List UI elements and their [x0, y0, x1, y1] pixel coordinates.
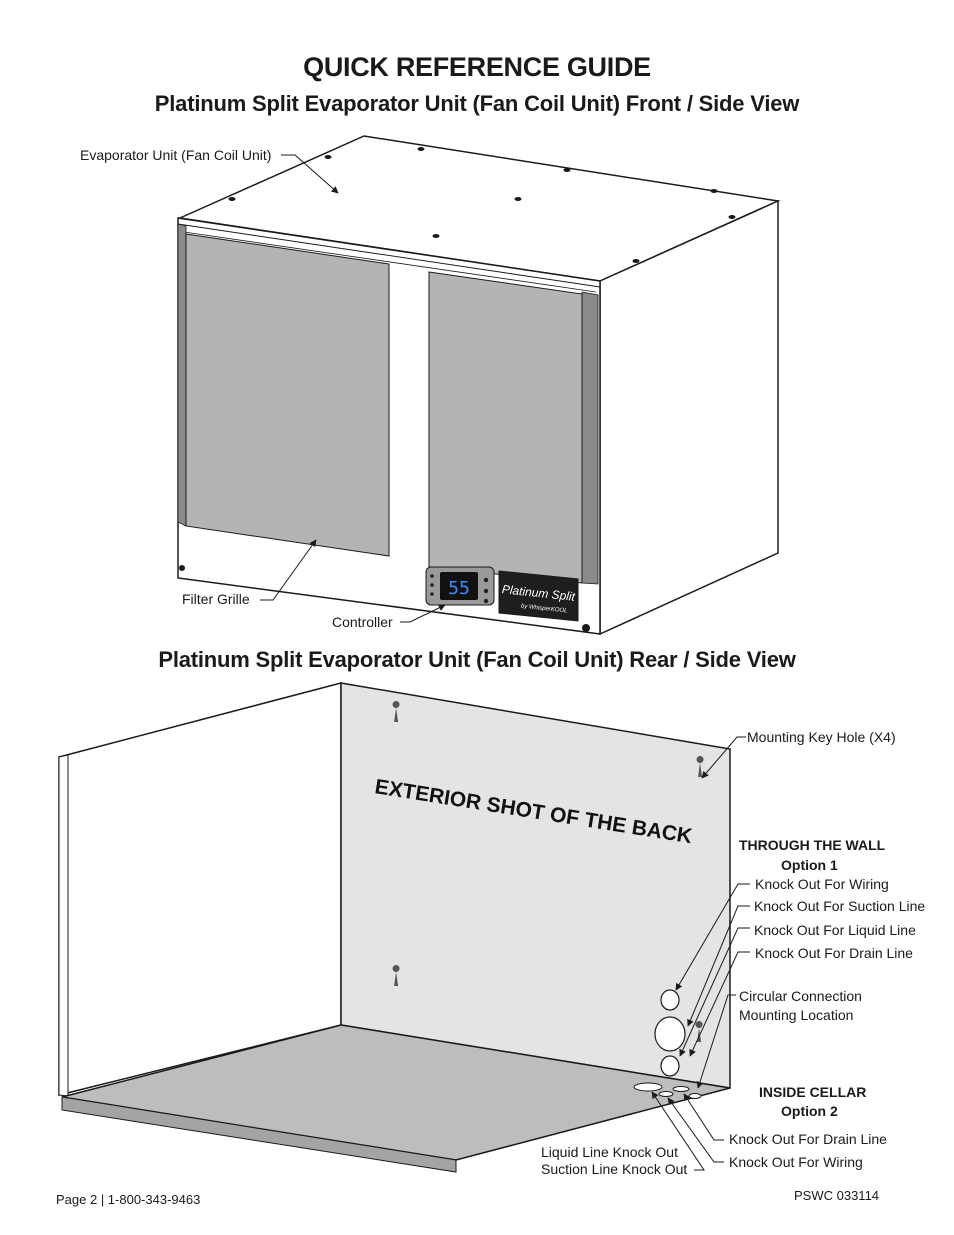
filter-grille-left [185, 233, 390, 557]
footer-page-info: Page 2 | 1-800-343-9463 [56, 1192, 201, 1207]
rear-leaders [651, 736, 750, 1171]
label-mounting-location: Mounting Location [739, 1007, 854, 1023]
heading-through-wall: THROUGH THE WALL [739, 837, 886, 853]
platinum-split-badge: Platinum Split by WhisperKOOL [498, 570, 579, 622]
front-view-unit: 55 Platinum Split by WhisperKOOL [177, 135, 781, 636]
mounting-key-holes [392, 701, 704, 1042]
controller-panel: 55 [425, 566, 495, 606]
label-filter-grille: Filter Grille [182, 591, 250, 607]
front-leaders [260, 154, 446, 623]
through-wall-option: Option 1 [781, 857, 838, 873]
heading-inside-cellar: INSIDE CELLAR [759, 1084, 867, 1100]
controller-display: 55 [448, 578, 470, 599]
svg-text:by WhisperKOOL: by WhisperKOOL [521, 604, 568, 615]
label-ic-drain: Knock Out For Drain Line [729, 1131, 887, 1147]
label-mounting-key-hole: Mounting Key Hole (X4) [747, 729, 896, 745]
label-circular-connection: Circular Connection [739, 988, 862, 1004]
label-ko-wiring: Knock Out For Wiring [755, 876, 889, 892]
leader-ko-suction [687, 905, 750, 1027]
front-view-title: Platinum Split Evaporator Unit (Fan Coil… [154, 91, 800, 116]
rear-view-title: Platinum Split Evaporator Unit (Fan Coil… [158, 647, 796, 672]
inside-cellar-option: Option 2 [781, 1103, 838, 1119]
filter-grille-right [428, 271, 583, 584]
leader-ic-wiring [667, 1097, 724, 1163]
label-evaporator-unit: Evaporator Unit (Fan Coil Unit) [80, 147, 272, 163]
leader-ic-drain [683, 1093, 724, 1141]
back-knockouts [654, 989, 686, 1077]
bottom-knockouts [633, 1082, 702, 1099]
leader-circular [696, 994, 736, 1089]
leader-evaporator [281, 154, 339, 194]
label-ic-wiring: Knock Out For Wiring [729, 1154, 863, 1170]
label-ko-drain: Knock Out For Drain Line [755, 945, 913, 961]
page-title: QUICK REFERENCE GUIDE [303, 52, 651, 82]
label-ic-liquid: Liquid Line Knock Out [541, 1144, 678, 1160]
rear-left-panel [58, 682, 342, 1096]
label-ko-liquid: Knock Out For Liquid Line [754, 922, 916, 938]
rear-view-unit: EXTERIOR SHOT OF THE BACK [58, 682, 731, 1173]
label-ko-suction: Knock Out For Suction Line [754, 898, 926, 914]
label-ic-suction: Suction Line Knock Out [541, 1161, 688, 1177]
leader-ko-liquid [679, 927, 750, 1057]
top-screws [228, 147, 736, 263]
leader-ko-drain [689, 951, 750, 1057]
leader-key-hole [701, 736, 746, 779]
label-controller: Controller [332, 614, 393, 630]
footer-doc-code: PSWC 033114 [794, 1188, 880, 1203]
leader-controller [400, 604, 446, 623]
leader-filter-grille [260, 539, 317, 601]
leader-ic-suction [651, 1091, 705, 1171]
leader-ko-wiring [675, 883, 750, 991]
